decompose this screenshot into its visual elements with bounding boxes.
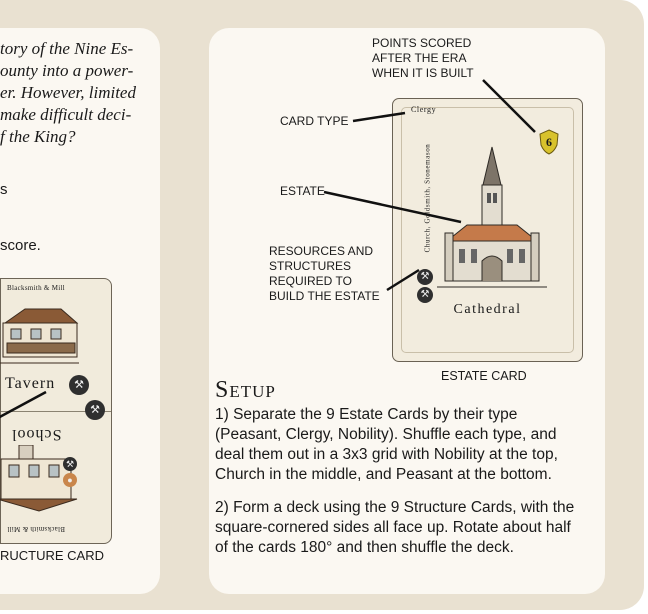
callout-line-text: REQUIRED TO xyxy=(269,274,352,288)
right-panel: POINTS SCORED AFTER THE ERA WHEN IT IS B… xyxy=(209,28,605,594)
hammer-icon: ⚒ xyxy=(69,375,89,395)
callout-line-text: RESOURCES AND xyxy=(269,244,374,258)
stray-glyph: s xyxy=(0,181,8,198)
callout-resources: RESOURCES AND STRUCTURES REQUIRED TO BUI… xyxy=(269,244,380,304)
setup-step-2: 2) Form a deck using the 9 Structure Car… xyxy=(215,498,599,558)
callout-line-text: POINTS SCORED xyxy=(372,36,472,50)
estate-card-caption: ESTATE CARD xyxy=(441,369,527,383)
resource-icon: ● xyxy=(63,473,77,487)
resource-icon: ⚒ xyxy=(63,457,77,471)
structure-card-top-title: Tavern xyxy=(5,375,56,392)
callout-points: POINTS SCORED AFTER THE ERA WHEN IT IS B… xyxy=(372,36,474,81)
hammer-icon: ⚒ xyxy=(417,287,433,303)
structure-card-caption: RUCTURE CARD xyxy=(0,548,104,563)
setup-line: Church in the middle, and Peasant at the… xyxy=(215,466,552,483)
card-divider xyxy=(1,411,111,412)
setup-line: (Peasant, Clergy, Nobility). Shuffle eac… xyxy=(215,426,557,443)
intro-line: tory of the Nine Es- xyxy=(0,39,134,58)
intro-line: make difficult deci- xyxy=(0,105,132,124)
score-text: score. xyxy=(0,237,41,254)
setup-line: deal them out in a 3x3 grid with Nobilit… xyxy=(215,446,558,463)
estate-card-border xyxy=(401,107,574,353)
intro-line: ounty into a power- xyxy=(0,61,134,80)
estate-card-type: Clergy xyxy=(411,105,437,114)
structure-card-top-label: Blacksmith & Mill xyxy=(7,284,65,292)
callout-estate: ESTATE xyxy=(280,184,325,198)
callout-line-text: WHEN IT IS BUILT xyxy=(372,66,474,80)
callout-line-text: AFTER THE ERA xyxy=(372,51,467,65)
setup-line: 2) Form a deck using the 9 Structure Car… xyxy=(215,499,575,516)
callout-card-type: CARD TYPE xyxy=(280,114,349,128)
cathedral-illustration xyxy=(437,146,547,288)
intro-line: f the King? xyxy=(0,127,76,146)
structure-card: Blacksmith & Mill Tavern ⚒ ⚒ School ⚒ ● … xyxy=(0,278,112,544)
setup-line: square-cornered sides all face up. Rotat… xyxy=(215,519,571,536)
hammer-icon: ⚒ xyxy=(85,400,105,420)
callout-lines xyxy=(323,79,536,292)
tavern-illustration xyxy=(0,308,79,364)
left-panel: tory of the Nine Es- ounty into a power-… xyxy=(0,28,160,594)
setup-line: 1) Separate the 9 Estate Cards by their … xyxy=(215,406,518,423)
callout-line-text: BUILD THE ESTATE xyxy=(269,289,380,303)
estate-card-points: 6 xyxy=(546,135,552,149)
intro-line: er. However, limited xyxy=(0,83,136,102)
structure-card-bottom-label: Blacksmith & Mill xyxy=(7,525,65,533)
school-illustration xyxy=(0,445,78,512)
setup-line: of the cards 180° and then shuffle the d… xyxy=(215,539,514,556)
callout-line xyxy=(0,390,47,419)
setup-step-1: 1) Separate the 9 Estate Cards by their … xyxy=(215,405,599,485)
setup-heading: Setup xyxy=(215,377,276,403)
estate-card: Clergy Church, Goldsmith, Stonemason 6 ⚒… xyxy=(392,98,583,362)
points-shield-icon xyxy=(539,129,559,155)
estate-card-title: Cathedral xyxy=(453,302,522,317)
callout-line-text: STRUCTURES xyxy=(269,259,352,273)
hammer-icon: ⚒ xyxy=(417,269,433,285)
intro-text: tory of the Nine Es- ounty into a power-… xyxy=(0,38,150,148)
